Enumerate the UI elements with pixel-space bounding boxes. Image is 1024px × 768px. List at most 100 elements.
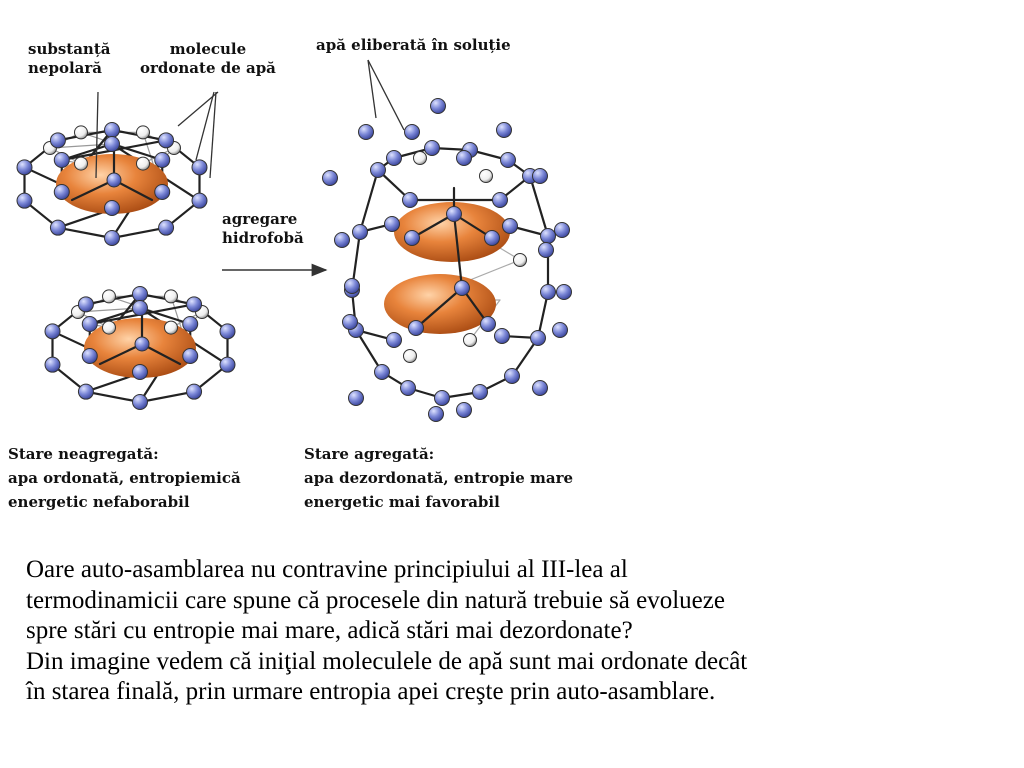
water-molecule — [530, 330, 546, 346]
water-molecule — [182, 348, 199, 364]
water-molecule — [540, 228, 556, 244]
water-molecule — [219, 323, 236, 340]
water-molecule — [552, 322, 568, 338]
water-molecule — [480, 316, 496, 332]
water-molecule — [16, 192, 33, 209]
water-molecule-back — [403, 349, 417, 363]
water-molecule — [348, 390, 364, 406]
pointer-line-molecules-2 — [209, 91, 217, 179]
water-molecule — [538, 242, 554, 258]
water-cage-unaggregated-top — [16, 122, 208, 246]
water-molecule — [186, 296, 203, 313]
water-molecule — [81, 316, 98, 332]
water-molecule-back — [513, 253, 527, 267]
water-molecule — [104, 200, 120, 216]
hydrogen-bond — [70, 178, 116, 202]
water-molecule — [472, 384, 488, 400]
water-molecule — [496, 122, 512, 138]
water-molecule — [402, 192, 418, 208]
released-water-molecules — [322, 98, 572, 422]
water-molecule — [554, 222, 570, 238]
water-molecule — [400, 380, 416, 396]
water-molecule — [44, 323, 61, 340]
water-molecule — [186, 383, 203, 400]
hydrogen-bond — [410, 212, 456, 240]
water-molecule — [104, 122, 120, 138]
water-molecule — [342, 314, 358, 330]
water-molecule — [344, 278, 360, 294]
water-molecule — [106, 172, 122, 188]
paragraph-line: Din imagine vedem că iniţial moleculele … — [26, 647, 748, 675]
water-molecule — [424, 140, 440, 156]
hydrophobic-aggregation-diagram — [16, 59, 572, 422]
water-molecule — [191, 159, 208, 176]
water-molecule — [77, 296, 94, 313]
water-molecule — [134, 336, 150, 352]
water-cage-unaggregated-bottom — [44, 286, 236, 410]
water-molecule — [132, 286, 148, 302]
hydrogen-bond — [414, 286, 464, 330]
water-molecule — [49, 219, 66, 236]
water-molecule — [532, 380, 548, 396]
label-unaggregated-state: Stare neagregată: apa ordonată, entropie… — [8, 445, 241, 511]
water-molecule — [158, 219, 175, 236]
nonpolar-substance-blob — [394, 202, 510, 262]
water-molecule — [456, 150, 472, 166]
hydrogen-bond — [98, 342, 144, 366]
water-molecule — [370, 162, 386, 178]
water-molecule — [53, 184, 70, 200]
water-molecule-back — [102, 320, 116, 335]
water-molecule — [374, 364, 390, 380]
water-molecule-back — [136, 125, 150, 140]
explanation-paragraph: Oare auto-asamblarea nu contravine princ… — [26, 555, 1016, 708]
water-molecule — [352, 224, 368, 240]
water-molecule — [322, 170, 338, 186]
hydrogen-bond — [452, 212, 464, 290]
water-molecule — [154, 184, 171, 200]
water-molecule-back — [463, 333, 477, 347]
water-molecule — [191, 192, 208, 209]
water-molecule-back — [164, 289, 178, 304]
water-molecule — [132, 364, 148, 380]
pointer-line-molecules-1 — [195, 91, 215, 161]
water-molecule — [500, 152, 516, 168]
hydrogen-bond — [110, 226, 168, 240]
pointer-line-substance — [95, 91, 99, 179]
water-molecule — [386, 150, 402, 166]
paragraph-line: în starea finală, prin urmare entropia a… — [26, 678, 716, 705]
hydrogen-bond — [138, 390, 196, 404]
label-aggregated-state: Stare agregată: apa dezordonată, entropi… — [304, 445, 574, 511]
water-molecule-back — [136, 156, 150, 171]
water-molecule — [44, 356, 61, 373]
paragraph-line: termodinamicii care spune că procesele d… — [26, 586, 725, 614]
water-molecule — [428, 406, 444, 422]
water-molecule — [16, 159, 33, 176]
hydrogen-bond — [358, 168, 380, 234]
hydrogen-bond — [56, 226, 114, 240]
water-molecule — [492, 192, 508, 208]
water-cage-aggregated — [344, 140, 556, 406]
water-molecule — [532, 168, 548, 184]
water-molecule — [158, 132, 175, 149]
water-molecule — [334, 232, 350, 248]
water-molecule — [49, 132, 66, 149]
water-molecule — [556, 284, 572, 300]
water-molecule — [182, 316, 199, 332]
water-molecule — [219, 356, 236, 373]
paragraph-line: spre stări cu entropie mai mare, adică s… — [26, 617, 633, 644]
water-molecule — [77, 383, 94, 400]
pointer-line-released-2 — [367, 59, 377, 119]
hydrogen-bond — [528, 174, 550, 238]
nonpolar-substance-blob — [384, 274, 496, 334]
water-molecule — [456, 402, 472, 418]
water-molecule — [484, 230, 500, 246]
label-nonpolar-substance: substanță nepolară — [28, 40, 111, 77]
water-molecule — [104, 230, 120, 246]
pointer-line-released-1 — [367, 59, 405, 131]
water-molecule — [454, 280, 470, 296]
water-molecule-back — [74, 125, 88, 140]
label-hydrophobic-aggregation: agregare hidrofobă — [222, 210, 304, 247]
water-molecule — [404, 230, 420, 246]
water-molecule — [104, 136, 120, 152]
water-molecule — [358, 124, 374, 140]
